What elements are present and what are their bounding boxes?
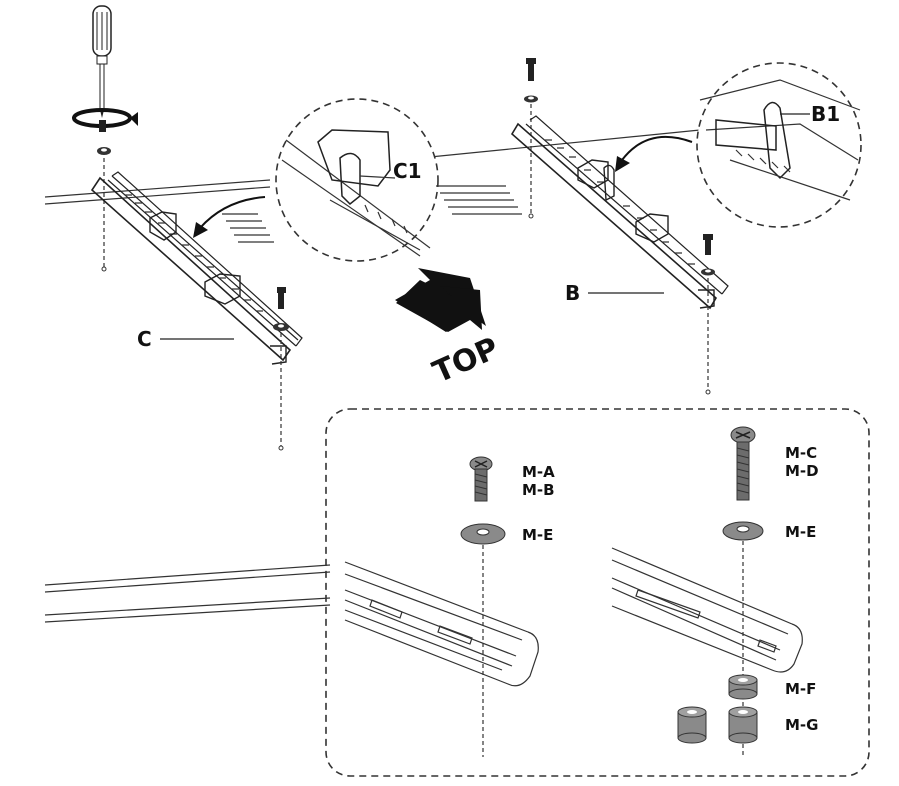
spacer-mf-icon bbox=[728, 674, 758, 700]
label-c: C bbox=[137, 327, 152, 351]
rail-left bbox=[344, 561, 539, 687]
screw-icon bbox=[277, 287, 286, 309]
label-m-c: M-C bbox=[785, 444, 817, 462]
label-m-f: M-F bbox=[785, 680, 816, 698]
screw-hole bbox=[278, 445, 284, 451]
detail-circle-b1 bbox=[696, 62, 862, 228]
label-m-g: M-G bbox=[785, 716, 818, 734]
screw-hole bbox=[705, 389, 711, 395]
label-m-e-left: M-E bbox=[522, 526, 553, 544]
label-m-a: M-A bbox=[522, 463, 555, 481]
curved-arrow-icon bbox=[615, 135, 693, 172]
label-m-e-right: M-E bbox=[785, 523, 816, 541]
curved-arrow-icon bbox=[193, 196, 266, 238]
wall-edge-bottom bbox=[44, 564, 331, 623]
label-b: B bbox=[565, 281, 580, 305]
label-m-b: M-B bbox=[522, 481, 555, 499]
label-m-d: M-D bbox=[785, 462, 819, 480]
bracket-b bbox=[510, 115, 729, 310]
label-b1: B1 bbox=[811, 102, 840, 126]
bracket-c bbox=[90, 171, 303, 365]
washer-icon bbox=[524, 95, 538, 103]
spacer-mg-extra-icon bbox=[677, 706, 707, 744]
detail-circle-c1 bbox=[275, 98, 439, 262]
screw-mc-md-icon bbox=[730, 426, 756, 501]
screwdriver-icon bbox=[92, 5, 112, 118]
screw-hole bbox=[101, 266, 107, 272]
washer-icon bbox=[701, 268, 715, 276]
screw-icon bbox=[526, 58, 536, 81]
washer-me-left-icon bbox=[460, 523, 506, 545]
rail-right bbox=[611, 547, 803, 673]
label-c1: C1 bbox=[393, 159, 422, 183]
washer-icon bbox=[273, 323, 289, 331]
washer-icon bbox=[97, 147, 111, 155]
wall-edge-top bbox=[44, 129, 701, 205]
label-top: TOP bbox=[428, 331, 504, 391]
screw-icon bbox=[99, 120, 106, 132]
hatched-area bbox=[222, 185, 522, 243]
top-arrow-icon bbox=[395, 268, 486, 332]
screw-hole bbox=[528, 213, 534, 219]
screw-icon bbox=[703, 234, 713, 255]
spacer-mg-icon bbox=[728, 706, 758, 744]
screw-ma-mb-icon bbox=[469, 456, 493, 502]
washer-me-right-icon bbox=[722, 521, 764, 541]
